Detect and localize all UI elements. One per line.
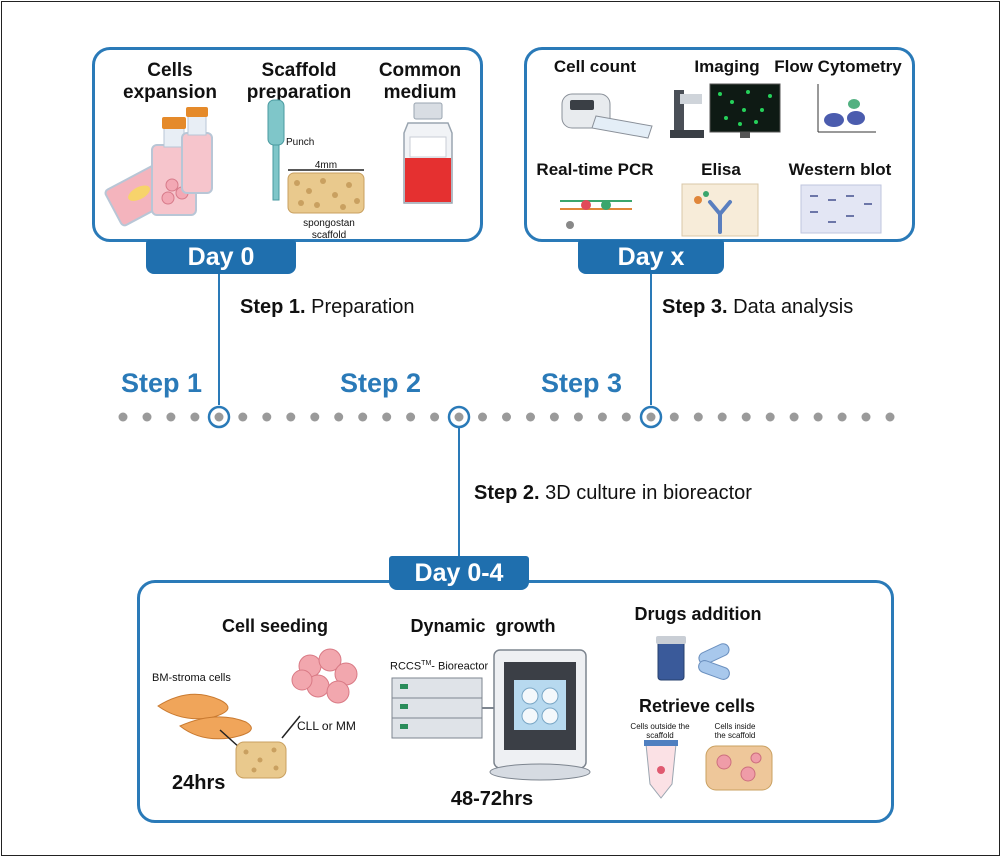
- step2-description: Step 2. 3D culture in bioreactor: [474, 482, 752, 504]
- timeline-dot: [765, 412, 775, 422]
- timeline-dot: [430, 412, 440, 422]
- dayx-tab: Day x: [578, 240, 724, 274]
- timeline-dot: [118, 412, 128, 422]
- timeline-dot: [310, 412, 320, 422]
- real-time-pcr-title: Real-time PCR: [536, 160, 654, 179]
- cell-seeding-title: Cell seeding: [221, 616, 329, 636]
- drugs-illustration: [656, 636, 730, 681]
- drugs-addition-title: Drugs addition: [634, 604, 762, 624]
- day0-tab: Day 0: [146, 240, 296, 274]
- timeline-dot: [526, 412, 535, 422]
- bioreactor-illustration: [391, 649, 591, 781]
- timeline-dot: [262, 412, 272, 422]
- timeline-dot: [597, 412, 607, 422]
- flow-cytometry-title: Flow Cytometry: [774, 57, 902, 76]
- bioreactor-label: RCCSTM- Bioreactor: [390, 660, 489, 673]
- cell-seeding-illustration: [157, 648, 358, 779]
- scaffold-block-illustration: [287, 169, 365, 214]
- timeline-dot: [669, 412, 679, 422]
- step2-label: Step 2: [340, 368, 422, 398]
- timeline-dot: [286, 412, 296, 422]
- timeline-dot: [885, 412, 895, 422]
- timeline-dot: [813, 412, 823, 422]
- step3-label: Step 3: [541, 368, 623, 398]
- step1-description: Step 1. Preparation: [240, 296, 415, 318]
- timeline-dot: [837, 412, 847, 422]
- punch-label: Punch: [286, 137, 315, 148]
- cell-counter-illustration: [561, 93, 653, 139]
- timeline-dots: [118, 412, 895, 422]
- timeline-dot: [334, 412, 344, 422]
- timeline-dot: [549, 412, 559, 422]
- punch-icon: [267, 99, 285, 201]
- timeline-dot: [166, 412, 176, 422]
- western-blot-title: Western blot: [788, 160, 892, 179]
- timeline-dot: [358, 412, 368, 422]
- cll-mm-label: CLL or MM: [297, 719, 356, 733]
- culture-flasks-illustration: [104, 107, 213, 227]
- timeline-dot: [190, 412, 200, 422]
- timeline-dot: [717, 412, 727, 422]
- size-label: 4mm: [314, 160, 338, 171]
- timeline-dot: [789, 412, 799, 422]
- retrieve-cells-illustration: [644, 740, 773, 799]
- timeline-dot: [142, 412, 152, 422]
- timeline-dot: [693, 412, 703, 422]
- retrieve-cells-title: Retrieve cells: [638, 696, 756, 716]
- cell-count-title: Cell count: [553, 57, 637, 76]
- medium-bottle-illustration: [403, 102, 453, 204]
- step3-description: Step 3. Data analysis: [662, 296, 854, 318]
- time-24hrs: 24hrs: [172, 772, 226, 794]
- flow-cytometry-plot-illustration: [817, 84, 876, 133]
- timeline-dot: [478, 412, 487, 422]
- timeline-dot: [406, 412, 416, 422]
- time-48-72hrs: 48-72hrs: [450, 788, 534, 810]
- step1-label: Step 1: [121, 368, 203, 398]
- timeline-dot: [573, 412, 583, 422]
- timeline-dot: [861, 412, 871, 422]
- western-blot-illustration: [800, 184, 882, 234]
- dynamic-growth-title: Dynamic growth: [410, 616, 556, 636]
- bm-stroma-label: BM-stroma cells: [152, 672, 231, 684]
- imaging-title: Imaging: [694, 57, 760, 76]
- day04-tab: Day 0-4: [389, 556, 529, 590]
- microscope-illustration: [670, 83, 781, 138]
- timeline-dot: [621, 412, 631, 422]
- timeline-dot: [502, 412, 511, 422]
- timeline-dot: [238, 412, 248, 422]
- timeline-dot: [382, 412, 392, 422]
- timeline-dot: [741, 412, 751, 422]
- elisa-illustration: [681, 183, 759, 237]
- pcr-illustration: [560, 200, 632, 229]
- elisa-title: Elisa: [701, 160, 741, 179]
